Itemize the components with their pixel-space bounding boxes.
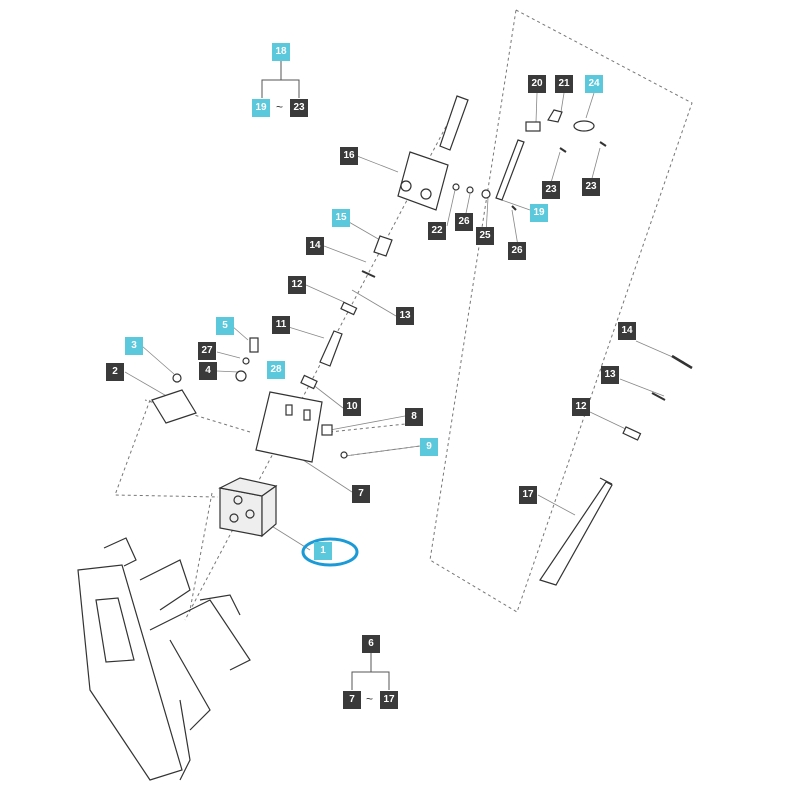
group-from-callout-top[interactable]: 19 xyxy=(252,99,270,117)
part-callout-4[interactable]: 4 xyxy=(199,362,217,380)
part-callout-21[interactable]: 21 xyxy=(555,75,573,93)
part-callout-13-right[interactable]: 13 xyxy=(601,366,619,384)
part-callout-28[interactable]: 28 xyxy=(267,361,285,379)
bracket-assembly xyxy=(255,391,348,463)
steering-unit xyxy=(218,477,278,538)
highlight-ring xyxy=(301,537,359,567)
part-callout-22[interactable]: 22 xyxy=(428,222,446,240)
part-callout-25[interactable]: 25 xyxy=(476,227,494,245)
part-callout-23[interactable]: 23 xyxy=(542,181,560,199)
part-callout-17[interactable]: 17 xyxy=(519,486,537,504)
part-callout-11[interactable]: 11 xyxy=(272,316,290,334)
part-callout-9[interactable]: 9 xyxy=(420,438,438,456)
part-callout-12-right[interactable]: 12 xyxy=(572,398,590,416)
part-callout-20[interactable]: 20 xyxy=(528,75,546,93)
part-callout-1[interactable]: 1 xyxy=(314,542,332,560)
part-callout-13[interactable]: 13 xyxy=(396,307,414,325)
part-callout-14-right[interactable]: 14 xyxy=(618,322,636,340)
part-callout-27[interactable]: 27 xyxy=(198,342,216,360)
group-from-callout-bottom[interactable]: 7 xyxy=(343,691,361,709)
group-to-callout-top[interactable]: 23 xyxy=(290,99,308,117)
part-callout-10[interactable]: 10 xyxy=(343,398,361,416)
group-to-callout-bottom[interactable]: 17 xyxy=(380,691,398,709)
part-callout-19[interactable]: 19 xyxy=(530,204,548,222)
actuator-parts xyxy=(452,109,607,211)
pedal-frame xyxy=(77,537,251,781)
part-callout-14[interactable]: 14 xyxy=(306,237,324,255)
part-callout-2[interactable]: 2 xyxy=(106,363,124,381)
part-callout-12[interactable]: 12 xyxy=(288,276,306,294)
steering-column-parts xyxy=(151,95,469,424)
group-parent-callout-top[interactable]: 18 xyxy=(272,43,290,61)
shaft-parts-right xyxy=(539,354,693,586)
group-parent-callout-bottom[interactable]: 6 xyxy=(362,635,380,653)
part-callout-24[interactable]: 24 xyxy=(585,75,603,93)
part-callout-26[interactable]: 26 xyxy=(455,213,473,231)
group-bracket-lines xyxy=(261,60,390,690)
part-callout-7[interactable]: 7 xyxy=(352,485,370,503)
part-callout-5[interactable]: 5 xyxy=(216,317,234,335)
part-callout-15[interactable]: 15 xyxy=(332,209,350,227)
part-callout-23-right[interactable]: 23 xyxy=(582,178,600,196)
part-callout-16[interactable]: 16 xyxy=(340,147,358,165)
group-range-separator-top: ~ xyxy=(276,100,284,114)
part-callout-8[interactable]: 8 xyxy=(405,408,423,426)
group-range-separator-bottom: ~ xyxy=(366,692,374,706)
part-callout-26-right[interactable]: 26 xyxy=(508,242,526,260)
part-callout-3[interactable]: 3 xyxy=(125,337,143,355)
